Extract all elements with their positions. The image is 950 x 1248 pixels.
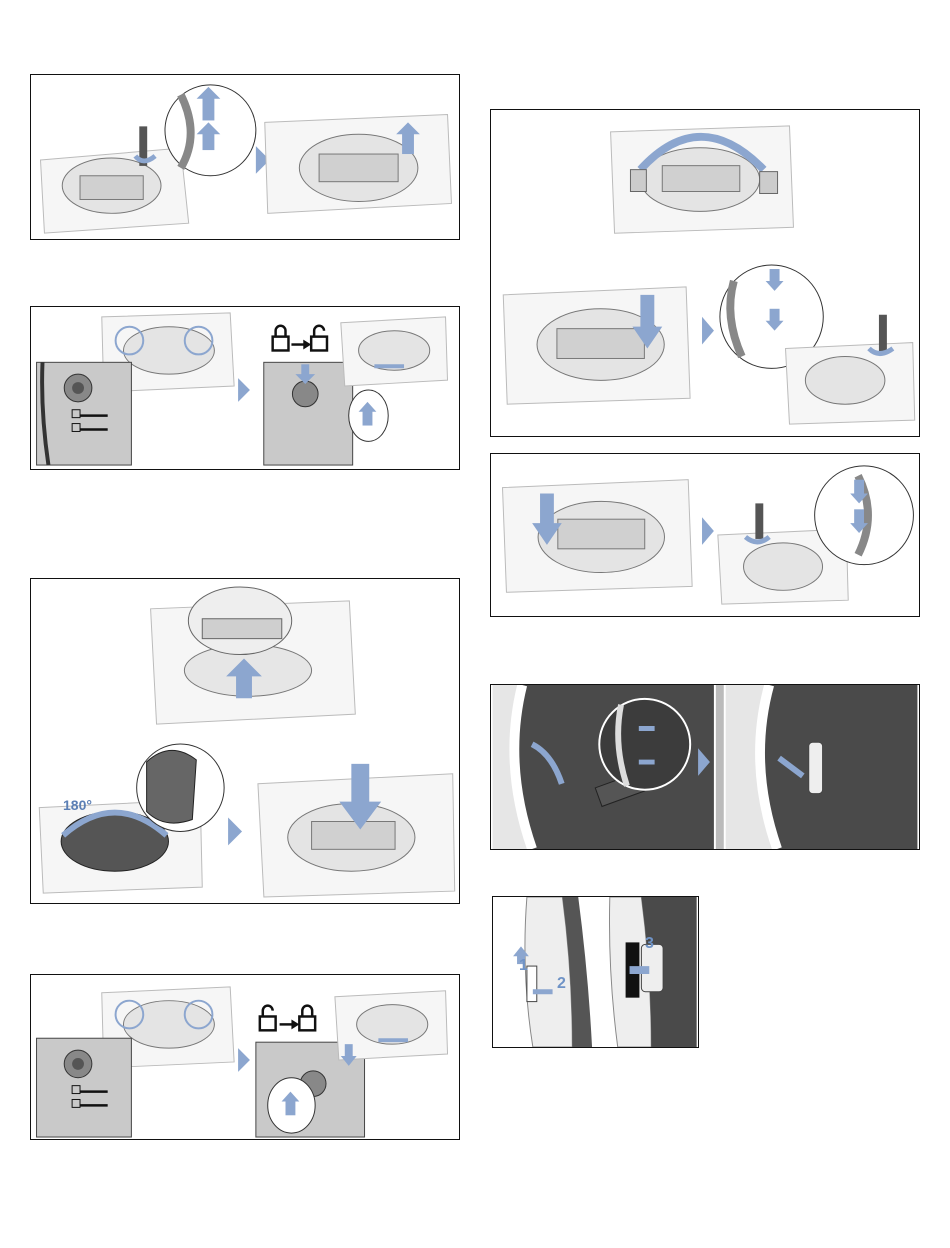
illustration-swap-hinge	[491, 110, 919, 436]
panel-refit-catch-steps: 1 2 3	[492, 896, 699, 1048]
up-arrow-icon	[402, 132, 414, 154]
closed-lock-icon	[273, 337, 289, 351]
up-arrow-icon	[363, 410, 373, 426]
next-step-arrow-icon	[702, 317, 714, 345]
illustration-remove-catch	[491, 685, 919, 849]
step-number-3: 3	[645, 935, 654, 953]
door-catch	[809, 742, 823, 793]
down-arrow-icon	[770, 269, 780, 283]
panel-remove-catch	[490, 684, 920, 850]
rotation-label: 180°	[63, 797, 92, 813]
down-arrow-icon	[770, 309, 780, 323]
open-lock-icon	[311, 337, 327, 351]
down-arrow-icon	[854, 509, 864, 525]
down-arrow-icon	[351, 764, 369, 804]
illustration-rotate-door-glass	[31, 579, 459, 903]
step-number-1: 1	[519, 957, 528, 975]
panel-lock-latch	[30, 974, 460, 1140]
panel-unlock-latch	[30, 306, 460, 470]
next-step-arrow-icon	[238, 378, 250, 402]
next-step-arrow-icon	[228, 818, 242, 846]
illustration-fit-hinge	[491, 454, 919, 616]
closed-lock-icon	[299, 1016, 315, 1030]
down-arrow-icon	[854, 480, 864, 496]
down-arrow-icon	[540, 494, 554, 528]
panel-fit-hinge	[490, 453, 920, 617]
screwdriver-icon	[755, 503, 763, 539]
detail-magnifier	[599, 699, 690, 790]
panel-swap-hinge	[490, 109, 920, 437]
illustration-remove-hinge-cover	[31, 75, 459, 239]
down-arrow-icon	[345, 1044, 353, 1058]
illustration-unlock-latch	[31, 307, 459, 469]
screwdriver-icon	[879, 315, 887, 355]
down-arrow-icon	[640, 295, 654, 331]
up-arrow-icon	[286, 1099, 296, 1115]
open-lock-icon	[260, 1016, 276, 1030]
next-step-arrow-icon	[702, 517, 714, 545]
panel-rotate-door-glass: 180°	[30, 578, 460, 904]
up-arrow-icon	[203, 97, 215, 121]
panel-remove-hinge-cover	[30, 74, 460, 240]
next-step-arrow-icon	[238, 1048, 250, 1072]
step-number-2: 2	[557, 975, 566, 993]
illustration-lock-latch	[31, 975, 459, 1139]
